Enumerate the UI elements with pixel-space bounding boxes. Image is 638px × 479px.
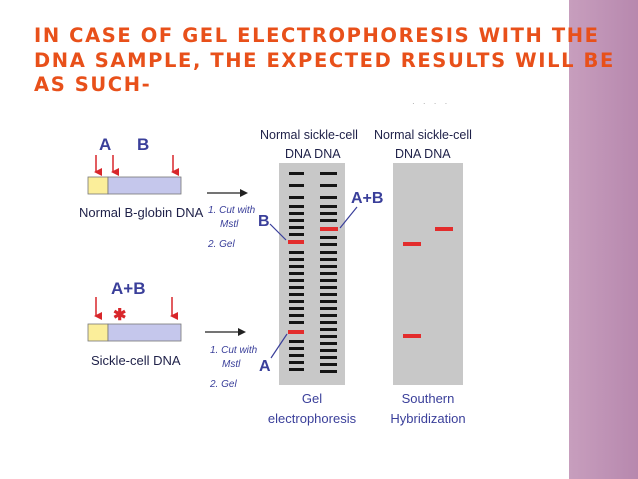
- gel-ladder-band: [320, 243, 337, 246]
- gel-ladder-band: [289, 307, 304, 310]
- band-a-pointer: [270, 333, 288, 359]
- gel-ladder-band: [289, 258, 304, 261]
- gene-box-normal: [107, 176, 182, 195]
- title-line-3: AS SUCH-: [34, 73, 152, 96]
- southern-band-a-normal: [403, 334, 421, 338]
- gel-ladder-band: [320, 184, 337, 187]
- gel-ladder-band: [320, 342, 337, 345]
- step-top-3: 2. Gel: [207, 239, 235, 250]
- gel-ladder-band: [320, 279, 337, 282]
- band-label-a: A: [259, 358, 271, 375]
- step-top-1: 1. Cut with: [208, 205, 256, 216]
- gel-ladder-band: [320, 265, 337, 268]
- gel-ladder-band: [289, 354, 304, 357]
- gel-ladder-band: [289, 265, 304, 268]
- step-bottom-3: 2. Gel: [209, 379, 237, 390]
- gel-ladder-band: [289, 212, 304, 215]
- gel-ladder-band: [289, 286, 304, 289]
- gel-header-line-2: DNA DNA: [285, 147, 341, 161]
- steps-bottom: 1. Cut with Mstl 2. Gel: [209, 345, 258, 390]
- gel-header-line-1: Normal sickle-cell: [260, 128, 358, 142]
- title-line-2: DNA SAMPLE, THE EXPECTED RESULTS WILL BE: [34, 48, 615, 72]
- gel-ladder-band: [320, 328, 337, 331]
- band-b-pointer: [269, 223, 287, 241]
- gel-caption-line-2: electrophoresis: [268, 411, 357, 426]
- gel-ladder-band: [289, 340, 304, 343]
- gel-ladder-band: [320, 349, 337, 352]
- gel-ladder-band: [289, 196, 304, 199]
- title-line-1: IN CASE OF GEL ELECTROPHORESIS WITH THE: [34, 24, 600, 47]
- gel-ladder-band: [320, 212, 337, 215]
- gel-ladder-band: [320, 172, 337, 175]
- band-ab-pointer: [339, 206, 358, 229]
- faint-dots: · · · ·: [412, 99, 451, 108]
- southern-band-ab-sickle: [435, 227, 453, 231]
- gel-ladder-band: [289, 293, 304, 296]
- gel-ladder-band: [289, 314, 304, 317]
- gel-ladder-band: [320, 236, 337, 239]
- gel-ladder-band: [289, 347, 304, 350]
- gel-ladder-band: [320, 196, 337, 199]
- gel-ladder-band: [320, 363, 337, 366]
- gel-caption-line-1: Gel: [302, 391, 322, 406]
- gel-ladder-band: [320, 370, 337, 373]
- gel-ladder-band: [320, 300, 337, 303]
- gel-ladder-band: [320, 321, 337, 324]
- sickle-dna-label: Sickle-cell DNA: [91, 353, 181, 368]
- gene-box-sickle: [107, 323, 182, 342]
- gel-ladder-band: [289, 272, 304, 275]
- gel-lane-normal: [289, 172, 304, 371]
- band-label-ab: A+B: [351, 190, 383, 207]
- gel-ladder-band: [320, 356, 337, 359]
- gel-ladder-band: [320, 314, 337, 317]
- gel-ladder-band: [320, 286, 337, 289]
- promoter-box-sickle: [87, 323, 109, 342]
- slide-title: IN CASE OF GEL ELECTROPHORESIS WITH THE …: [34, 24, 615, 98]
- gel-band-b-normal: [288, 240, 304, 244]
- marker-ab-label: A+B: [111, 279, 145, 298]
- gel-band-ab-sickle: [320, 227, 338, 231]
- gel-band-a-normal: [288, 330, 304, 334]
- gel-ladder-band: [289, 251, 304, 254]
- gel-lane-sickle: [320, 172, 337, 373]
- promoter-box-normal: [87, 176, 109, 195]
- gel-ladder-band: [289, 279, 304, 282]
- southern-caption-line-1: Southern: [402, 391, 455, 406]
- gel-ladder-band: [289, 219, 304, 222]
- gel-ladder-band: [320, 293, 337, 296]
- marker-a-label: A: [99, 135, 111, 154]
- normal-dna-label: Normal B-globin DNA: [79, 205, 204, 220]
- mutation-star-icon: ✱: [113, 307, 126, 324]
- southern-header-line-1: Normal sickle-cell: [374, 128, 472, 142]
- gel-ladder-band: [320, 219, 337, 222]
- gel-ladder-band: [289, 226, 304, 229]
- gel-ladder-band: [320, 258, 337, 261]
- marker-b-label: B: [137, 135, 149, 154]
- gel-ladder-band: [320, 307, 337, 310]
- electrophoresis-diagram: A B Normal B-globin DNA 1. Cut with Mstl…: [79, 128, 472, 426]
- gel-ladder-band: [289, 184, 304, 187]
- gel-ladder-band: [320, 205, 337, 208]
- gel-ladder-band: [320, 335, 337, 338]
- southern-header-line-2: DNA DNA: [395, 147, 451, 161]
- gel-ladder-band: [320, 251, 337, 254]
- step-top-2: Mstl: [220, 219, 239, 230]
- gel-ladder-band: [320, 272, 337, 275]
- gel-ladder-band: [289, 321, 304, 324]
- gel-ladder-band: [289, 361, 304, 364]
- step-bottom-1: 1. Cut with: [210, 345, 258, 356]
- slide-sidebar-decoration: [566, 0, 638, 479]
- gel-ladder-band: [289, 368, 304, 371]
- gel-ladder-band: [289, 205, 304, 208]
- step-bottom-2: Mstl: [222, 359, 241, 370]
- gel-ladder-band: [289, 172, 304, 175]
- southern-band-b-normal: [403, 242, 421, 246]
- gel-ladder-band: [289, 300, 304, 303]
- southern-panel: [393, 163, 463, 385]
- steps-top: 1. Cut with Mstl 2. Gel: [207, 205, 256, 250]
- band-label-b: B: [258, 213, 270, 230]
- gel-ladder-band: [289, 233, 304, 236]
- southern-caption-line-2: Hybridization: [390, 411, 465, 426]
